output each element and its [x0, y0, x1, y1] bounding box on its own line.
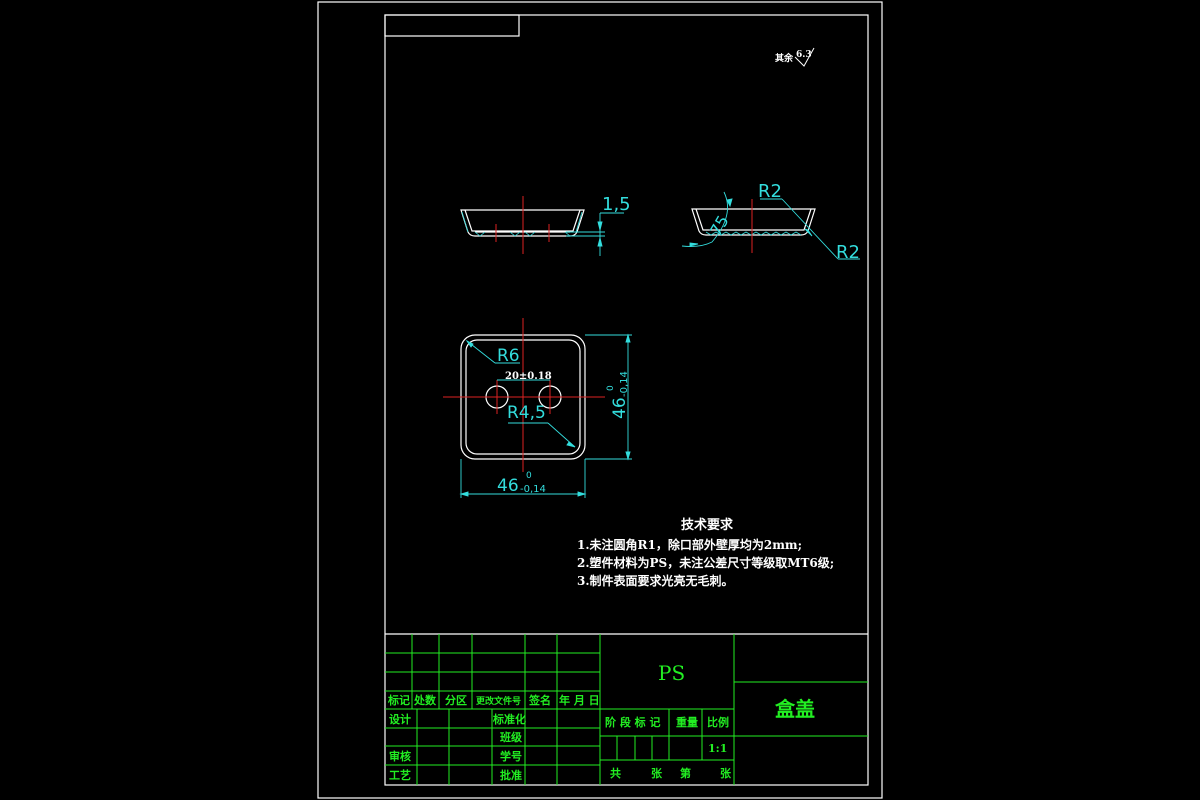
- label-process: 工艺: [389, 768, 411, 782]
- label-student-no: 学号: [500, 749, 522, 763]
- title-block: 标记 处数 分区 更改文件号 签名 年 月 日 设计 标准化 班级 审核 学号 …: [385, 633, 868, 785]
- height-lower-tol: -0,14: [619, 371, 630, 397]
- roughness-symbol-icon: [794, 47, 815, 67]
- sheet-border: [317, 1, 883, 799]
- width-lower-tol: -0,14: [520, 484, 546, 495]
- scale-header: 比例: [707, 715, 729, 729]
- rev-header-zone: 分区: [445, 693, 467, 707]
- material-value: PS: [658, 661, 685, 685]
- sheet-number-label: 第: [680, 766, 691, 780]
- label-design: 设计: [389, 712, 411, 726]
- tech-req-item-3: 3.制件表面要求光亮无毛刺。: [577, 573, 734, 588]
- label-approve: 批准: [500, 768, 522, 782]
- sheet-total-label: 共: [610, 766, 621, 780]
- rev-header-signature: 签名: [528, 693, 551, 707]
- corner-radius-dimension: R6: [497, 346, 520, 366]
- radius-top-dimension: R2: [758, 181, 782, 202]
- stage-mark-header: 阶 段 标 记: [605, 715, 661, 729]
- thickness-dimension: 1,5: [602, 194, 631, 215]
- hole-spacing-dimension: 20±0.18: [505, 371, 552, 382]
- rev-header-doc-no: 更改文件号: [476, 695, 521, 707]
- label-standardize: 标准化: [492, 712, 526, 726]
- rev-header-date: 年 月 日: [559, 693, 600, 707]
- rev-header-count: 处数: [413, 693, 437, 707]
- plan-view: R6 20±0.18 R4,5 46 0 -0,14 46 0 -0,14: [443, 318, 632, 498]
- sheet-unit-2: 张: [720, 766, 732, 780]
- width-upper-tol: 0: [526, 471, 532, 481]
- tech-req-title: 技术要求: [681, 517, 734, 533]
- label-class: 班级: [500, 730, 523, 744]
- roughness-value: 6.3: [796, 50, 812, 60]
- technical-requirements: 技术要求 1.未注圆角R1，除口部外壁厚均为2mm; 2.塑件材料为PS，未注公…: [577, 517, 834, 588]
- sheet-unit-1: 张: [651, 766, 663, 780]
- width-nominal: 46: [497, 476, 519, 496]
- section-view-1: 1,5: [460, 194, 631, 256]
- rev-header-mark: 标记: [387, 693, 410, 707]
- tech-req-item-2: 2.塑件材料为PS，未注公差尺寸等级取MT6级;: [577, 555, 834, 570]
- height-nominal: 46: [610, 397, 630, 419]
- label-review: 审核: [389, 749, 411, 763]
- roughness-label: 其余: [775, 52, 794, 64]
- surface-roughness-note: 其余 6.3: [775, 47, 815, 67]
- scale-value: 1:1: [708, 742, 727, 755]
- radius-bottom-dimension: R2: [836, 242, 860, 263]
- hole-radius-dimension: R4,5: [507, 403, 546, 423]
- part-name: 盒盖: [774, 697, 815, 721]
- height-upper-tol: 0: [606, 385, 616, 391]
- tech-req-item-1: 1.未注圆角R1，除口部外壁厚均为2mm;: [577, 537, 802, 552]
- weight-header: 重量: [676, 715, 698, 729]
